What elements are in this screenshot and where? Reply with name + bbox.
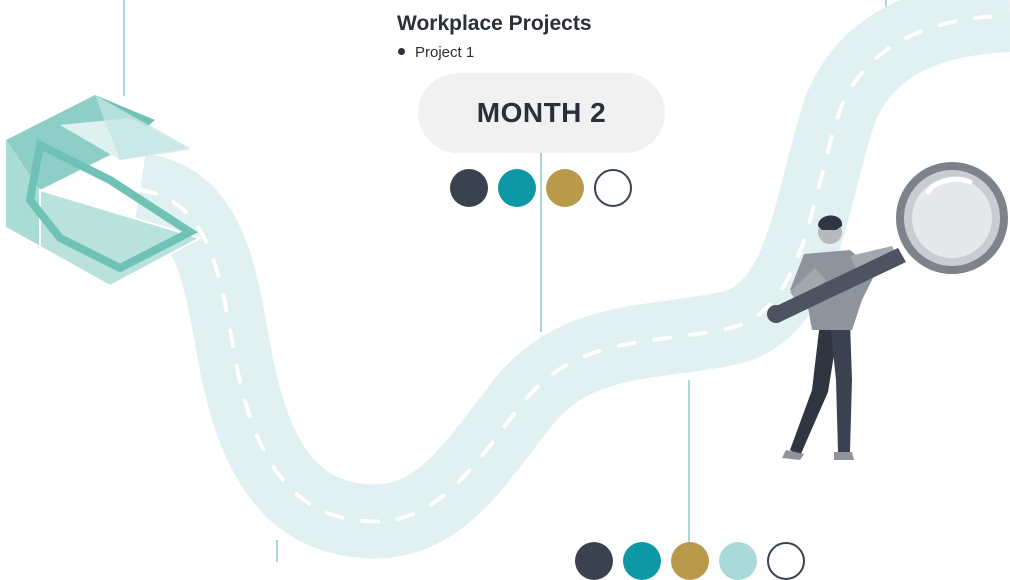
person-with-magnifier bbox=[767, 162, 1008, 460]
section-title: Workplace Projects bbox=[397, 12, 592, 35]
project-list-item: Project 1 bbox=[398, 44, 474, 61]
milestone-month-label: MONTH 2 bbox=[476, 97, 607, 128]
road-center-dashes bbox=[138, 13, 1010, 524]
milestone-month-pill: MONTH 2 bbox=[418, 73, 665, 153]
lower-color-swatch-4 bbox=[719, 542, 757, 580]
isometric-logo bbox=[5, 95, 203, 288]
lower-color-swatch-3 bbox=[671, 542, 709, 580]
lower-color-swatch-1 bbox=[575, 542, 613, 580]
bullet-icon bbox=[398, 47, 405, 55]
roadmap-scene bbox=[5, 0, 1010, 562]
lower-color-swatch-5 bbox=[767, 542, 805, 580]
lower-color-swatch-2 bbox=[623, 542, 661, 580]
color-swatch-3 bbox=[546, 169, 584, 207]
color-swatch-4 bbox=[594, 169, 632, 207]
project-item-label: Project 1 bbox=[415, 44, 475, 61]
color-swatch-1 bbox=[450, 169, 488, 207]
color-swatch-2 bbox=[498, 169, 536, 207]
